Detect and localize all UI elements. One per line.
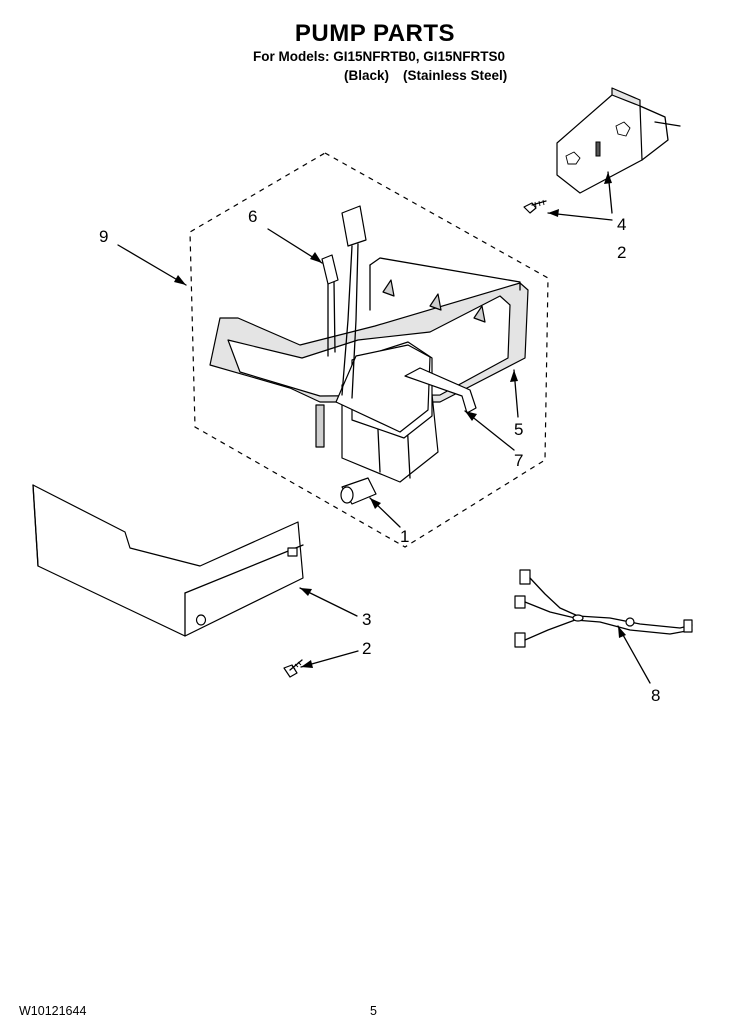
variant-stainless-label: (Stainless Steel) — [403, 68, 508, 83]
callout-2-bottom: 2 — [362, 639, 372, 658]
cover-panel-part-3 — [32, 484, 304, 637]
leader-9 — [117, 244, 187, 286]
bracket-part-4 — [556, 87, 681, 194]
models-line: For Models: GI15NFRTB0, GI15NFRTS0 — [253, 49, 506, 64]
document-number: W10121644 — [19, 1004, 87, 1018]
connector-part-6 — [315, 205, 367, 448]
strap-part-7 — [404, 367, 477, 414]
screw-top-part-2 — [523, 199, 547, 214]
callout-8: 8 — [651, 686, 661, 705]
callout-6: 6 — [248, 207, 258, 226]
callout-4: 4 — [617, 215, 627, 234]
pump-part-1 — [335, 341, 439, 505]
wire-harness-part-8 — [514, 569, 693, 648]
callout-3: 3 — [362, 610, 372, 629]
screw-bottom-part-2 — [283, 659, 303, 678]
page-title: PUMP PARTS — [294, 20, 456, 47]
variant-black-label: (Black) — [344, 68, 390, 83]
shelf-housing-part-5 — [209, 257, 529, 403]
callout-9: 9 — [99, 227, 109, 246]
callout-2-top: 2 — [617, 243, 627, 262]
callout-7: 7 — [514, 451, 524, 470]
assembly-boundary-dashed — [189, 152, 549, 548]
callout-5: 5 — [514, 420, 524, 439]
leader-lines — [117, 171, 651, 684]
page-number: 5 — [370, 1004, 377, 1018]
callout-1: 1 — [400, 527, 410, 546]
leader-2-top — [547, 212, 613, 221]
